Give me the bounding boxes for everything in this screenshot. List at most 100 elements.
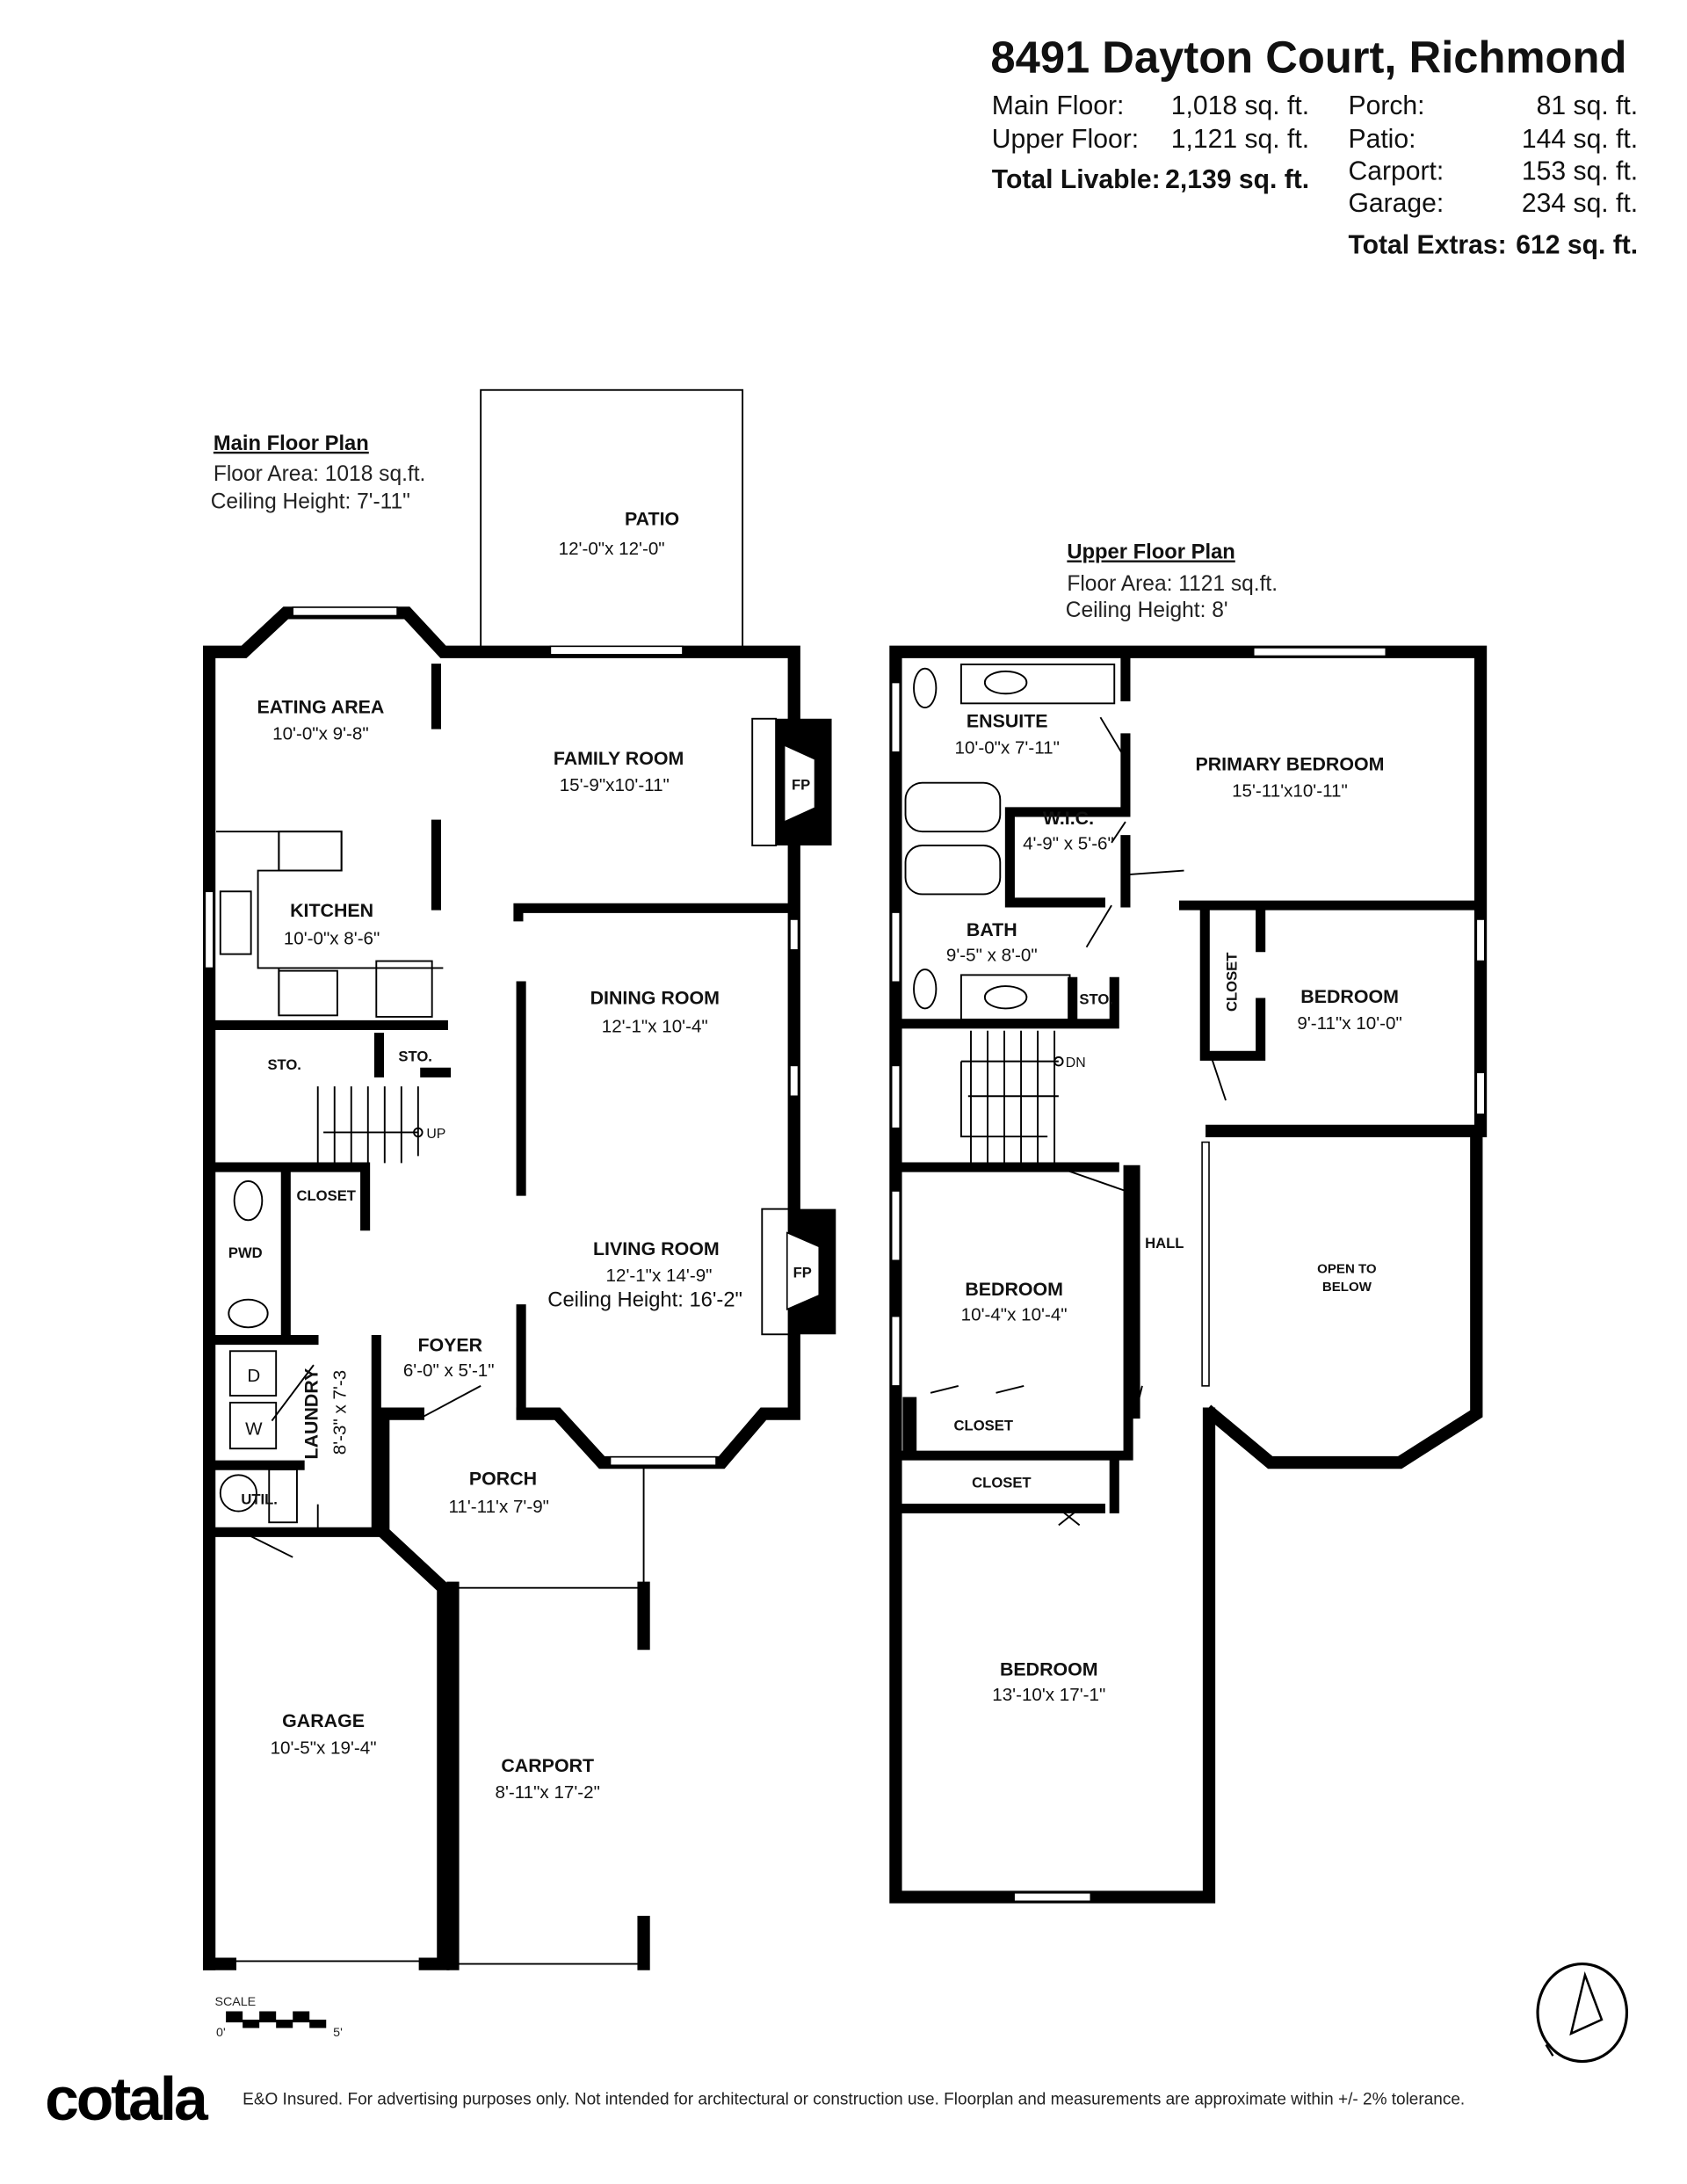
eating-area-dims: 10'-0"x 9'-8" (272, 724, 369, 744)
door[interactable] (930, 716, 1227, 1527)
total-livable-label: Total Livable: (992, 165, 1161, 194)
bedroom-dims: 9'-11"x 10'-0" (1297, 1013, 1401, 1034)
upper-floor-area: Floor Area: 1121 sq.ft. (1067, 572, 1278, 596)
upper-floor-heading: Upper Floor Plan (1067, 541, 1234, 564)
upper-stairs[interactable] (959, 1030, 1064, 1164)
stairs-up-label: UP (426, 1127, 445, 1142)
washer (228, 1401, 278, 1450)
closet-name: CLOSET (297, 1187, 356, 1204)
garage-wall (202, 1407, 450, 1970)
ensuite-dims: 10'-0"x 7'-11" (955, 737, 1060, 758)
ensuite-name: ENSUITE (967, 710, 1048, 731)
window (1252, 647, 1387, 657)
scale-bar: SCALE 0' 5' (214, 1995, 342, 2040)
garage-value: 234 sq. ft. (1522, 189, 1638, 218)
bedroom-dims: 13'-10'x 17'-1" (992, 1685, 1105, 1705)
window (789, 918, 800, 951)
dining-room-name: DINING ROOM (590, 988, 720, 1009)
laundry-dims: 8'-3" x 7'-3 (329, 1370, 350, 1455)
window (609, 1455, 717, 1467)
window (890, 1190, 901, 1262)
scale-end: 5' (333, 2026, 343, 2040)
carport-label: Carport: (1348, 156, 1444, 185)
window (890, 911, 901, 983)
disclaimer: E&O Insured. For advertising purposes on… (243, 2091, 1465, 2109)
door[interactable] (248, 1364, 481, 1558)
carport-value: 153 sq. ft. (1522, 156, 1638, 185)
main-exterior-wall (202, 606, 800, 1970)
foyer-name: FOYER (417, 1334, 482, 1355)
closet-name: CLOSET (1224, 953, 1241, 1012)
vanity (959, 664, 1116, 705)
interior-wall (204, 1019, 452, 1537)
porch-value: 81 sq. ft. (1537, 91, 1638, 120)
window (890, 681, 901, 753)
fridge (375, 960, 433, 1018)
footer: cotala E&O Insured. For advertising purp… (45, 2064, 1465, 2133)
porch-label: Porch: (1348, 91, 1424, 120)
sliding-door[interactable] (549, 645, 684, 656)
primary-bedroom-dims: 15'-11'x10'-11" (1232, 781, 1348, 802)
fireplace-label: FP (793, 1264, 812, 1281)
upper-floor-label: Upper Floor: (992, 125, 1139, 154)
upper-floor-plan: Upper Floor Plan Floor Area: 1121 sq.ft.… (889, 541, 1488, 1904)
bedroom-name: BEDROOM (965, 1279, 1063, 1300)
bedroom-dims: 10'-4"x 10'-4" (961, 1304, 1068, 1324)
storage-name: STO. (267, 1056, 301, 1073)
primary-bedroom-name: PRIMARY BEDROOM (1195, 753, 1384, 774)
total-livable-value: 2,139 sq. ft. (1165, 165, 1309, 194)
utility-name: UTIL. (241, 1491, 278, 1508)
open-to-below-label: BELOW (1322, 1280, 1372, 1295)
living-room-ceiling: Ceiling Height: 16'-2" (547, 1288, 742, 1312)
living-room-name: LIVING ROOM (593, 1238, 720, 1259)
patio-value: 144 sq. ft. (1522, 125, 1638, 154)
open-to-below-label: OPEN TO (1317, 1262, 1377, 1277)
kitchen-sink (219, 890, 252, 955)
upper-floor-ceiling: Ceiling Height: 8' (1066, 599, 1228, 622)
main-floor-ceiling: Ceiling Height: 7'-11" (211, 490, 410, 513)
hall-name: HALL (1145, 1235, 1184, 1252)
family-room-dims: 15'-9"x10'-11" (560, 775, 670, 795)
vanity (959, 974, 1071, 1021)
scale-label: SCALE (214, 1995, 256, 2009)
stairs-down-label: DN (1066, 1056, 1086, 1070)
fireplace-label: FP (792, 777, 810, 794)
cotala-logo: cotala (45, 2064, 209, 2133)
bathtub (904, 845, 1002, 896)
main-floor-plan: Main Floor Plan Floor Area: 1018 sq.ft. … (202, 388, 836, 1970)
toilet (233, 1179, 264, 1222)
kitchen-name: KITCHEN (290, 900, 373, 921)
carport-wall (446, 1581, 650, 1970)
porch-name: PORCH (469, 1468, 537, 1489)
wic-dims: 4'-9" x 5'-6" (1023, 834, 1114, 854)
bath-dims: 9'-5" x 8'-0" (946, 946, 1038, 966)
main-stairs[interactable] (316, 1086, 424, 1164)
closet-name: CLOSET (972, 1475, 1031, 1491)
carport-dims: 8'-11"x 17'-2" (496, 1782, 600, 1803)
window (292, 606, 398, 617)
sink (228, 1298, 269, 1329)
scale-start: 0' (216, 2026, 226, 2040)
interior-wall (431, 664, 800, 1419)
bedroom-name: BEDROOM (1300, 986, 1399, 1007)
porch-outline (453, 1462, 645, 1965)
railing (1201, 1141, 1210, 1387)
main-floor-value: 1,018 sq. ft. (1171, 91, 1309, 120)
porch-dims: 11'-11'x 7'-9" (448, 1497, 549, 1517)
water-heater (219, 1474, 257, 1513)
window (1475, 918, 1486, 962)
north-arrow-icon (1536, 1963, 1629, 2064)
carport-name: CARPORT (501, 1755, 594, 1776)
storage-name: STO. (398, 1048, 432, 1065)
furnace (268, 1469, 298, 1524)
bedroom-name: BEDROOM (1000, 1659, 1098, 1680)
toilet (913, 969, 938, 1010)
garage-name: GARAGE (282, 1710, 365, 1731)
foyer-dims: 6'-0" x 5'-1" (403, 1360, 495, 1381)
dryer-label: D (247, 1366, 260, 1386)
powder-room-name: PWD (228, 1244, 263, 1261)
dining-room-dims: 12'-1"x 10'-4" (602, 1016, 708, 1036)
main-floor-area: Floor Area: 1018 sq.ft. (214, 462, 426, 486)
main-floor-label: Main Floor: (992, 91, 1125, 120)
